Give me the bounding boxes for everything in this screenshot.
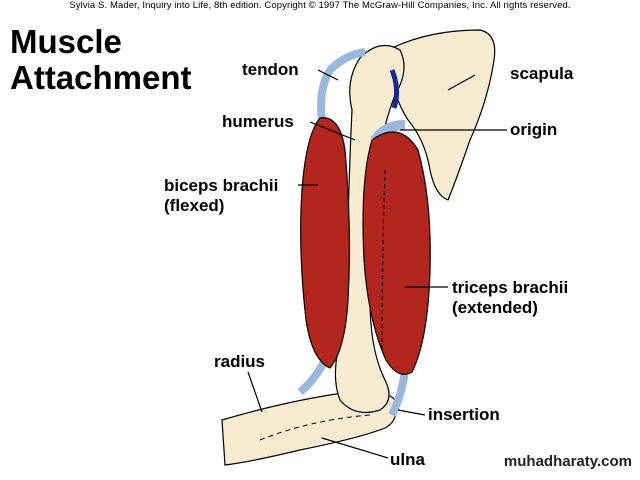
label-triceps: triceps brachii (extended) bbox=[452, 278, 568, 318]
radius-ulna-divider bbox=[259, 414, 371, 441]
triceps-tendon-bottom bbox=[388, 369, 409, 417]
copyright-notice: Sylvia S. Mader, Inquiry into Life, 8th … bbox=[69, 0, 571, 11]
biceps-muscle bbox=[300, 117, 351, 369]
title-line-2: Attachment bbox=[10, 59, 192, 96]
label-biceps: biceps brachii (flexed) bbox=[164, 176, 278, 216]
watermark: muhadharaty.com bbox=[503, 453, 632, 470]
biceps-tendon-bottom bbox=[297, 358, 329, 396]
scapula-bone bbox=[391, 29, 496, 201]
label-scapula: scapula bbox=[510, 64, 574, 83]
label-insertion: insertion bbox=[428, 405, 500, 424]
title-line-1: Muscle bbox=[10, 23, 122, 60]
label-radius: radius bbox=[214, 352, 266, 371]
label-origin: origin bbox=[510, 120, 558, 139]
label-tendon: tendon bbox=[242, 60, 299, 79]
biceps-tendon-top bbox=[317, 48, 366, 121]
shoulder-cartilage bbox=[389, 69, 400, 109]
label-ulna: ulna bbox=[390, 450, 425, 469]
label-triceps-line-1: triceps brachii bbox=[452, 278, 569, 297]
page-title: Muscle Attachment bbox=[10, 24, 192, 96]
label-triceps-line-2: (extended) bbox=[452, 298, 538, 317]
label-biceps-line-1: biceps brachii bbox=[164, 176, 279, 195]
triceps-midline bbox=[381, 169, 386, 351]
label-biceps-line-2: (flexed) bbox=[164, 196, 225, 215]
label-humerus: humerus bbox=[222, 112, 294, 131]
leader-lines bbox=[247, 69, 507, 459]
triceps-muscle bbox=[362, 131, 431, 375]
